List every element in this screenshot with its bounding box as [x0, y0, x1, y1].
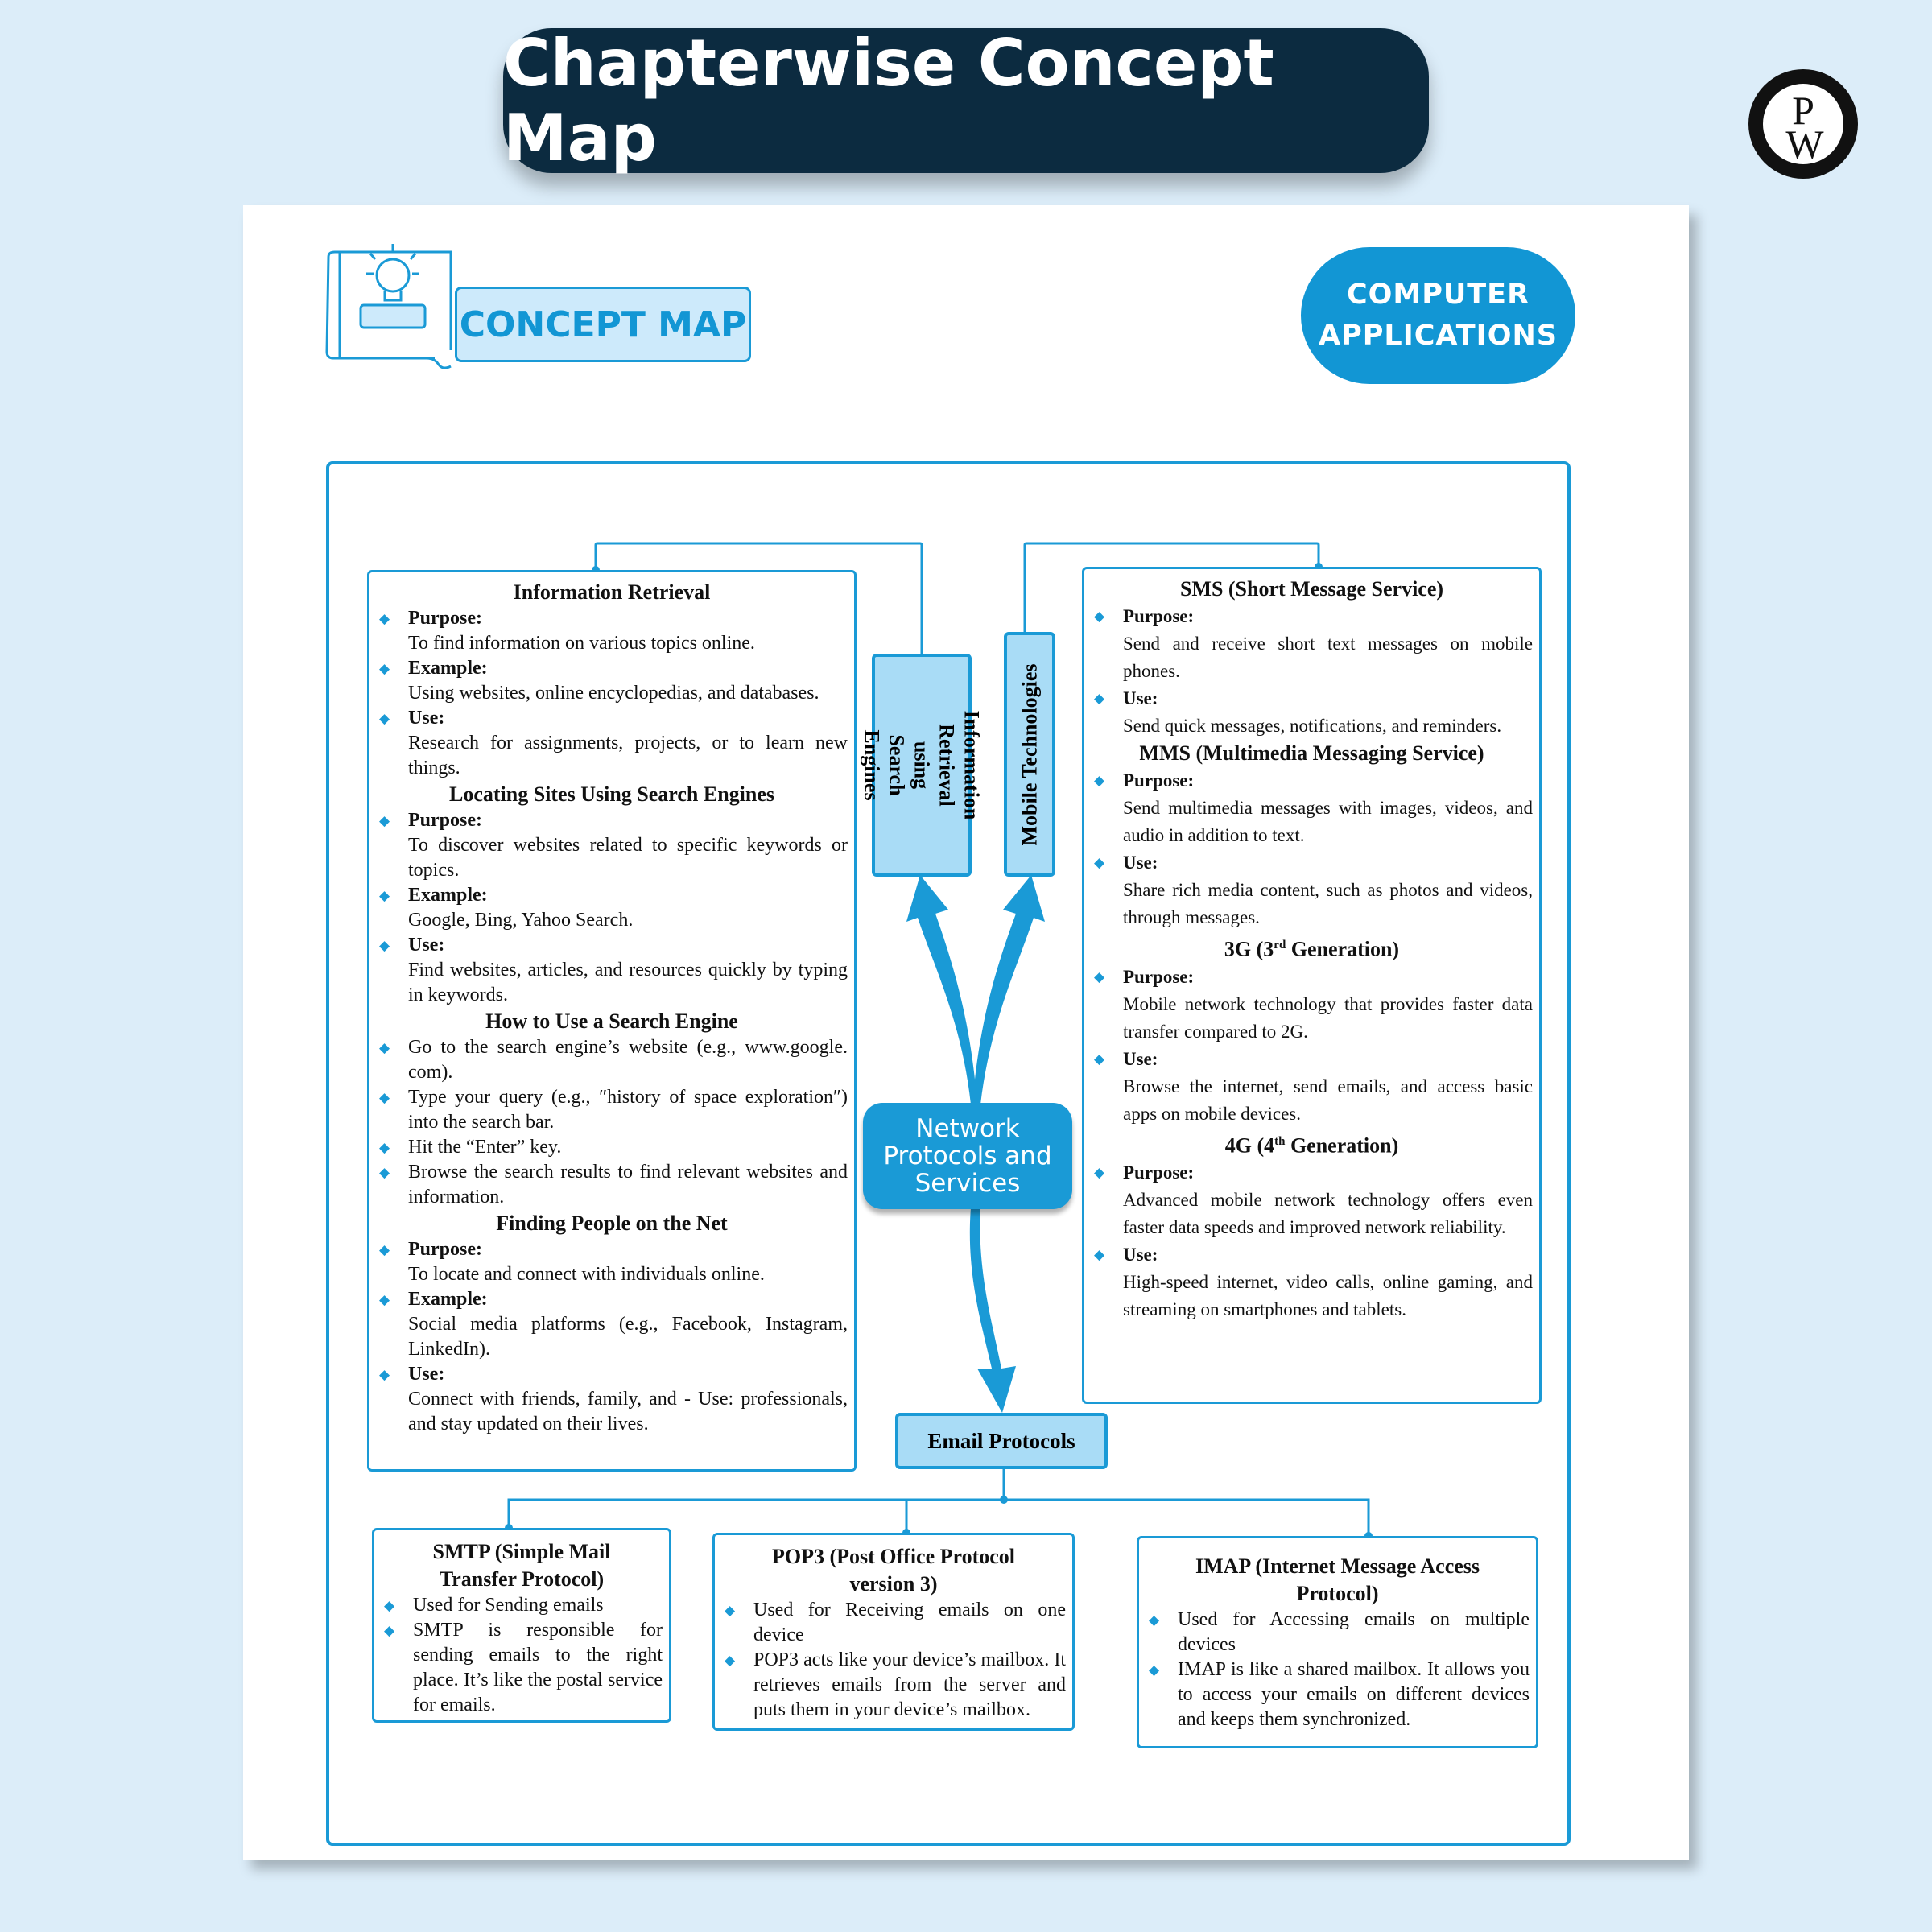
list-item: Use:High-speed internet, video calls, on… [1091, 1241, 1533, 1323]
smtp-heading: SMTP (Simple Mail Transfer Protocol) [432, 1540, 611, 1591]
list-item: Purpose:To discover websites related to … [376, 808, 848, 883]
subject-line-1: COMPUTER [1346, 279, 1530, 311]
list-item: Hit the “Enter” key. [376, 1135, 848, 1160]
imap-box: IMAP (Internet Message Access Protocol) … [1137, 1536, 1538, 1748]
mobile-tech-box: SMS (Short Message Service) Purpose:Send… [1082, 567, 1542, 1404]
list-item: Example:Using websites, online encyclope… [376, 656, 848, 706]
arrow-up-right-icon [972, 875, 1045, 1104]
list-item: IMAP is like a shared mailbox. It allows… [1146, 1657, 1530, 1732]
info-retrieval-heading: Information Retrieval [513, 580, 711, 604]
center-node: Network Protocols and Services [863, 1103, 1072, 1209]
list-item: Use:Find websites, articles, and resourc… [376, 933, 848, 1008]
list-item: Example:Social media platforms (e.g., Fa… [376, 1287, 848, 1362]
page-title: Chapterwise Concept Map [503, 26, 1429, 175]
list-item: Go to the search engine’s website (e.g.,… [376, 1035, 848, 1085]
list-item: POP3 acts like your device’s mailbox. It… [721, 1648, 1066, 1723]
list-item: Use:Share rich media content, such as ph… [1091, 849, 1533, 931]
info-retrieval-box: Information Retrieval Purpose:To find in… [367, 570, 857, 1472]
pop3-box: POP3 (Post Office Protocol version 3) Us… [712, 1533, 1075, 1731]
finding-people-heading: Finding People on the Net [496, 1212, 728, 1235]
subject-line-2: APPLICATIONS [1319, 320, 1558, 352]
list-item: Use:Send quick messages, notifications, … [1091, 685, 1533, 740]
imap-heading: IMAP (Internet Message Access Protocol) [1195, 1554, 1480, 1605]
list-item: Example:Google, Bing, Yahoo Search. [376, 883, 848, 933]
list-item: Purpose:Send multimedia messages with im… [1091, 767, 1533, 849]
arrow-down-icon [969, 1208, 1016, 1413]
info-retrieval-branch-text: Information Retrieval using Search Engin… [860, 710, 984, 820]
list-item: Use:Connect with friends, family, and - … [376, 1362, 848, 1437]
sms-heading: SMS (Short Message Service) [1179, 577, 1444, 601]
list-item: Used for Receiving emails on one device [721, 1598, 1066, 1648]
list-item: Browse the search results to find releva… [376, 1160, 848, 1210]
svg-text:P: P [1792, 88, 1814, 133]
list-item: Purpose:To find information on various t… [376, 606, 848, 656]
list-item: Use:Browse the internet, send emails, an… [1091, 1046, 1533, 1128]
list-item: Purpose:Mobile network technology that p… [1091, 964, 1533, 1046]
list-item: Type your query (e.g., ″history of space… [376, 1085, 848, 1135]
list-item: Used for Accessing emails on multiple de… [1146, 1608, 1530, 1657]
smtp-box: SMTP (Simple Mail Transfer Protocol) Use… [372, 1528, 671, 1723]
lightbulb-icon [325, 244, 452, 369]
mobile-tech-branch-text: Mobile Technologies [1018, 663, 1042, 846]
pw-logo: P W [1747, 68, 1860, 180]
how-to-use-heading: How to Use a Search Engine [485, 1009, 738, 1033]
list-item: SMTP is responsible for sending emails t… [381, 1618, 663, 1718]
subject-badge: COMPUTER APPLICATIONS [1301, 247, 1575, 384]
arrow-up-left-icon [906, 875, 977, 1104]
locating-sites-heading: Locating Sites Using Search Engines [448, 782, 774, 806]
mobile-tech-branch-label: Mobile Technologies [1004, 632, 1055, 877]
list-item: Purpose:To locate and connect with indiv… [376, 1237, 848, 1287]
concept-map-label: CONCEPT MAP [455, 287, 751, 362]
4g-heading: 4G (4th Generation) [1224, 1133, 1399, 1158]
mms-heading: MMS (Multimedia Messaging Service) [1139, 741, 1484, 765]
email-protocols-label: Email Protocols [895, 1413, 1108, 1469]
info-retrieval-branch-label: Information Retrieval using Search Engin… [861, 654, 984, 877]
pop3-heading: POP3 (Post Office Protocol version 3) [771, 1545, 1016, 1596]
svg-text:W: W [1785, 122, 1824, 167]
list-item: Used for Sending emails [381, 1593, 663, 1618]
list-item: Purpose:Advanced mobile network technolo… [1091, 1159, 1533, 1241]
list-item: Use:Research for assignments, projects, … [376, 706, 848, 781]
concept-map-frame [326, 461, 1571, 1846]
3g-heading: 3G (3rd Generation) [1224, 937, 1400, 961]
list-item: Purpose:Send and receive short text mess… [1091, 603, 1533, 685]
